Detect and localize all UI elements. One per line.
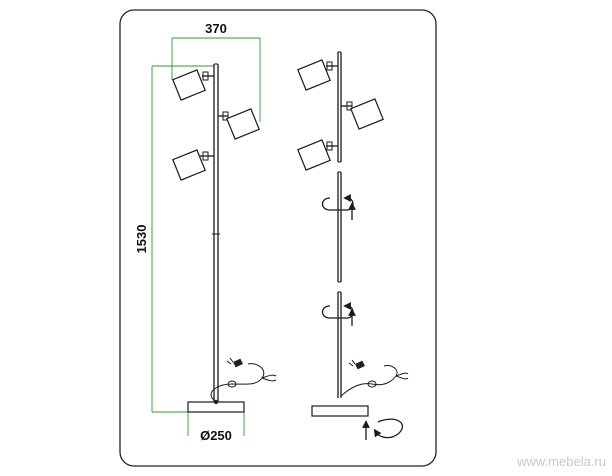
lamp-head-bottom: [172, 149, 214, 181]
rotate-arrow-icon: [373, 418, 404, 439]
assembly-steps: [297, 51, 409, 440]
power-cord: [210, 357, 277, 401]
step-base: [311, 405, 404, 440]
width-label: 370: [205, 21, 227, 36]
power-plug-icon: [348, 359, 365, 370]
step-middle-rod: [321, 171, 356, 283]
diagram-frame: [119, 9, 437, 467]
lamp-head-middle: [218, 108, 260, 140]
step-lower-rod: [321, 291, 409, 398]
cord-switch-icon: [227, 380, 237, 388]
height-label: 1530: [134, 225, 149, 254]
height-dimension: 1530: [134, 65, 214, 413]
diameter-label: Ø250: [200, 428, 232, 443]
rotate-arrow-icon: [321, 194, 354, 211]
lamp-head-top: [172, 69, 214, 101]
step-top-section: [297, 51, 384, 171]
diameter-dimension: Ø250: [187, 412, 245, 443]
power-plug-icon: [226, 357, 243, 368]
power-cord: [340, 359, 409, 397]
lamp-pole: [212, 63, 220, 402]
width-dimension: 370: [171, 21, 261, 122]
watermark: www.mebela.ru: [516, 454, 606, 469]
assembled-lamp: 370 1530 Ø250: [134, 21, 277, 443]
